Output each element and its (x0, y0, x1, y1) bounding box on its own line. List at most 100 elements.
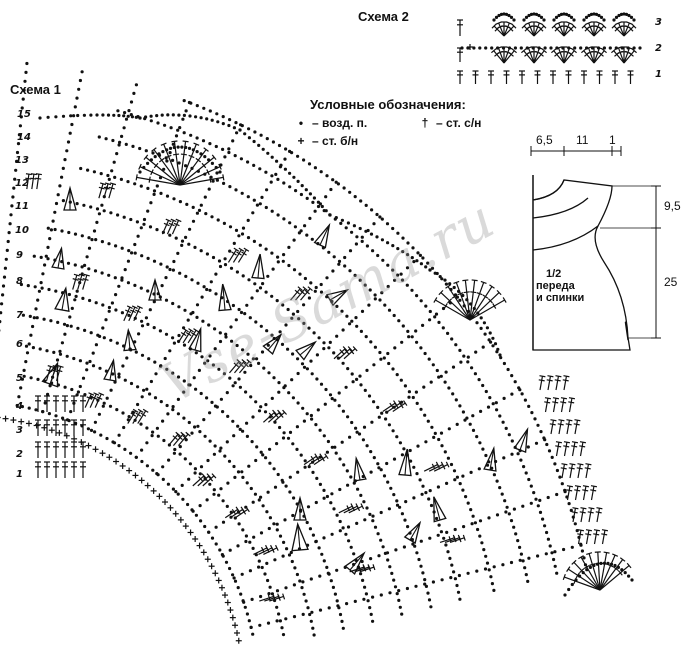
dc-stitch-bar (277, 594, 281, 601)
chain-dot (275, 299, 279, 303)
chain-dot (344, 226, 348, 230)
chain-dot (263, 572, 267, 576)
dc-stitch-top (611, 23, 617, 29)
puff-cluster-stem (194, 328, 202, 351)
chain-dot (597, 13, 601, 18)
chain-dot (277, 390, 281, 394)
chain-dot (0, 293, 5, 297)
dc-stitch-bar (180, 153, 187, 156)
chain-dot (415, 472, 419, 476)
chain-dot (420, 492, 424, 496)
dc-stitch (561, 464, 566, 479)
dc-stitch-top (25, 173, 32, 176)
chain-dot (228, 376, 232, 380)
chain-dot (310, 610, 314, 614)
scheme1-row-12: 12 (15, 178, 29, 189)
dc-stitch-top (541, 23, 547, 29)
dc-stitch (108, 183, 114, 199)
chain-dot (218, 339, 223, 344)
chain-dot (182, 113, 186, 117)
chain-dot (17, 395, 21, 399)
chain-dot (507, 46, 512, 50)
chain-dot (282, 181, 286, 185)
chain-dot (53, 210, 57, 214)
chain-dot (122, 215, 126, 219)
chain-dot (337, 262, 341, 266)
chain-dot (126, 114, 130, 118)
chain-dot (561, 46, 565, 50)
chain-dot (319, 170, 323, 174)
chain-dot (20, 106, 24, 110)
chain-dot (262, 366, 266, 370)
chain-dot (198, 430, 202, 434)
chain-dot (54, 414, 58, 418)
dc-stitch-bar (268, 412, 274, 418)
dc-stitch (179, 156, 215, 186)
chain-dot (461, 474, 465, 478)
chain-dot (371, 514, 375, 518)
dc-stitch-bar (457, 292, 464, 296)
dc-stitch-bar (206, 169, 210, 176)
chain-dot (293, 566, 297, 570)
chain-dot (534, 497, 538, 501)
chain-dot (281, 480, 285, 484)
chain-dot (329, 579, 333, 583)
chain-dot (231, 573, 235, 577)
chain-dot (390, 571, 394, 576)
chain-dot (278, 425, 282, 430)
chain-dot (203, 155, 207, 159)
chain-dot (190, 431, 194, 435)
chain-dot (440, 277, 444, 281)
dc-stitch-bar (575, 572, 580, 579)
chain-dot (365, 244, 369, 248)
chain-dot (137, 332, 141, 336)
dc-stitch-bar (568, 401, 575, 404)
chain-dot (46, 257, 50, 261)
chain-dot (251, 415, 255, 419)
chain-dot (115, 408, 119, 412)
dc-stitch (613, 50, 625, 64)
dc-stitch-bar (589, 563, 596, 566)
chain-dot (599, 561, 603, 566)
chain-dot (25, 61, 29, 66)
dc-stitch-bar (595, 511, 602, 514)
chain-dot (446, 331, 450, 335)
scheme1-row-10: 10 (15, 225, 29, 236)
chain-dot (225, 440, 229, 444)
chain-dot (253, 130, 257, 134)
chain-dot (251, 357, 255, 361)
chain-dot (338, 612, 343, 617)
chain-dot (503, 499, 507, 503)
dc-stitch-top (88, 392, 95, 396)
dc-stitch-top (143, 154, 149, 160)
chain-dot (176, 492, 180, 496)
chain-dot (174, 134, 179, 138)
chain-dot (269, 180, 273, 184)
chain-dot (21, 313, 25, 317)
chain-dot (518, 388, 522, 392)
chain-dot (483, 332, 487, 336)
chain-dot (99, 433, 103, 437)
chain-dot (261, 282, 265, 286)
chain-dot (364, 229, 368, 233)
chain-dot (424, 440, 428, 444)
chain-dot (549, 46, 553, 50)
dc-stitch (224, 508, 239, 519)
chain-dot (150, 434, 154, 438)
dc-stitch (26, 174, 30, 190)
chain-dot (171, 371, 175, 375)
chain-dot (240, 232, 245, 236)
chain-dot (253, 492, 257, 496)
chain-dot (92, 229, 97, 233)
chain-dot (106, 173, 110, 178)
chain-dot (123, 378, 127, 382)
chain-dot (270, 209, 274, 213)
chain-dot (24, 344, 29, 348)
chain-dot (308, 216, 312, 220)
chain-dot (236, 470, 241, 474)
chain-dot (139, 226, 143, 230)
chain-dot (284, 617, 288, 621)
puff-cluster-stem (61, 288, 67, 311)
chain-dot (422, 385, 426, 389)
chain-dot (550, 551, 554, 555)
